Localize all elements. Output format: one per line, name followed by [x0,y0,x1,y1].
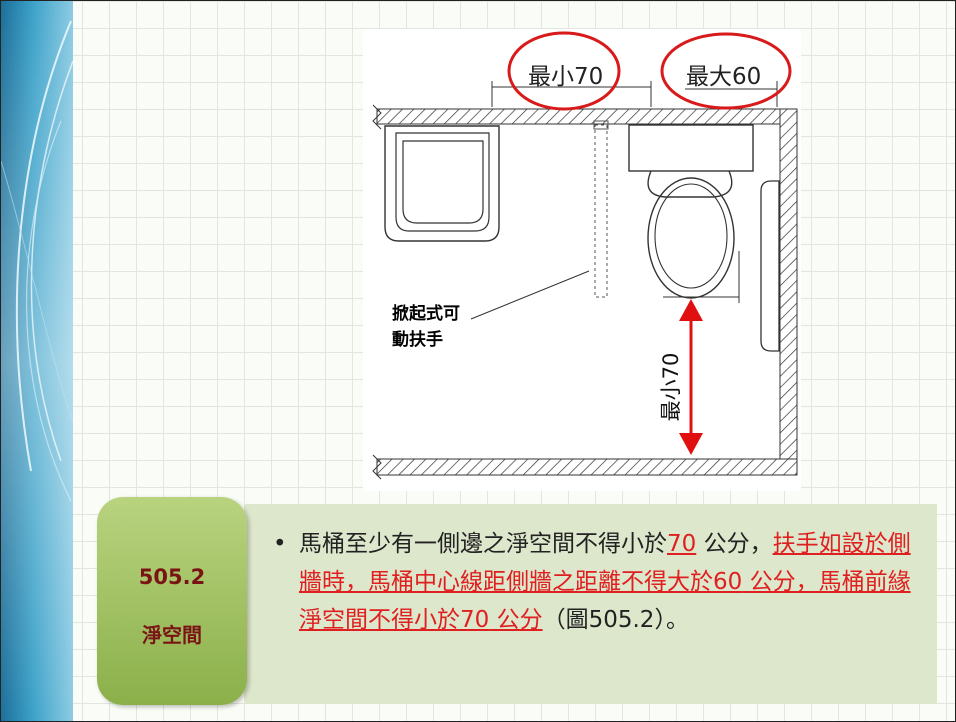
bullet-seg5: 60 [713,569,743,595]
bullet-seg9: （圖505.2）。 [542,607,689,633]
toilet-body [647,170,733,198]
section-number: 505.2 [138,565,206,589]
bullet-text: 馬桶至少有一側邊之淨空間不得小於70 公分，扶手如設於側牆時，馬桶中心線距側牆之… [299,525,917,639]
right-wall [779,108,798,476]
bullet-seg2: 70 [667,531,697,557]
bullet-seg8: 公分 [489,607,543,633]
max60-label: 最大60 [686,64,762,90]
min70-label: 最小70 [528,64,604,90]
bullet-item: • 馬桶至少有一側邊之淨空間不得小於70 公分，扶手如設於側牆時，馬桶中心線距側… [273,525,917,639]
bullet-seg1: 馬桶至少有一側邊之淨空間不得小於 [299,531,667,557]
highlight-min70-ellipse [507,31,621,111]
section-name: 淨空間 [142,623,202,647]
wall-grab-bar [760,180,780,352]
handrail-label-line2: 動扶手 [392,330,443,350]
highlight-max60-ellipse [660,32,792,110]
description-box [244,504,937,704]
top-wall [376,108,798,125]
handrail-label-line1: 掀起式可 [392,304,460,324]
folding-handrail-label: 掀起式可 動扶手 [392,301,482,353]
side-decoration [1,1,73,721]
folding-handrail [594,124,608,298]
bullet-seg3: 公分， [696,531,773,557]
bullet-seg7: 70 [460,607,490,633]
section-badge: 505.2 淨空間 [97,497,247,705]
front-min70-label: 最小70 [659,352,683,422]
bullet-seg4: 扶手如設於側牆時，馬桶中心線距側牆之距離不得大於 [299,531,911,595]
toilet-seat [647,177,735,299]
bullet-seg6: 公分，馬桶前緣淨空間不得小於 [299,569,911,633]
bottom-wall [376,458,798,476]
sink [384,125,500,242]
toilet-tank [628,124,754,172]
bullet-dot: • [273,531,287,557]
